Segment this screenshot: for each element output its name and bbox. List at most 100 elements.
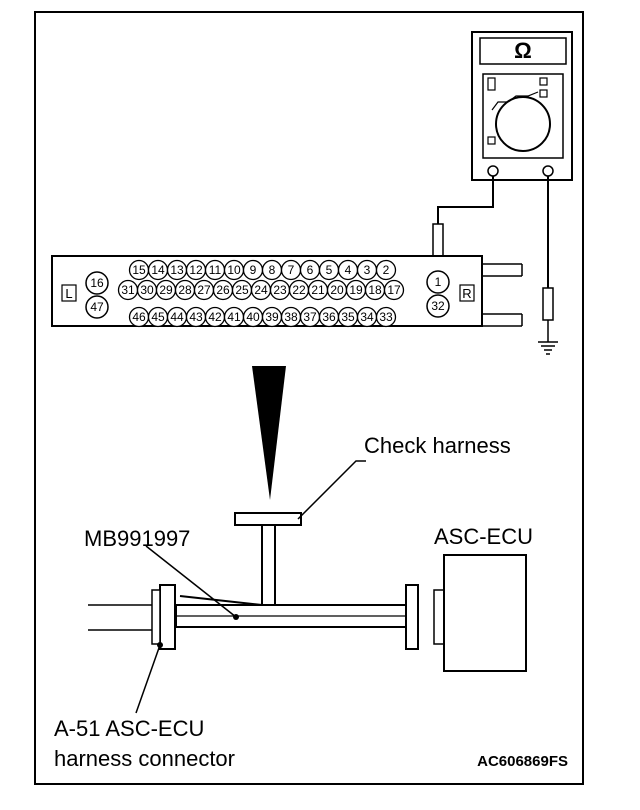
lead-wire-probe <box>437 176 494 224</box>
pin-circle <box>426 270 450 294</box>
pin-circle <box>85 295 109 319</box>
pin-label: 22 <box>292 283 306 297</box>
check-harness-assembly <box>88 512 419 650</box>
selector-dial <box>495 96 551 152</box>
pin-label: 26 <box>216 283 230 297</box>
pin-label: 35 <box>341 310 355 324</box>
pin-circle <box>375 259 397 281</box>
range-marker-3 <box>539 89 548 98</box>
pin-label: 17 <box>387 283 401 297</box>
vertical-leg <box>261 524 276 606</box>
v-ohm-jack <box>542 165 554 177</box>
harness-connector-label-line1: A-51 ASC-ECU <box>54 716 204 741</box>
pin-label: 13 <box>170 263 184 277</box>
harness-connector-label-line2: harness connector <box>54 746 235 771</box>
left-flange <box>159 584 176 650</box>
pin-label: 19 <box>349 283 363 297</box>
pin-circle <box>383 279 405 301</box>
asc-ecu-label: ASC-ECU <box>434 524 533 549</box>
pin-label: 4 <box>345 263 352 277</box>
pin-label: 41 <box>227 310 241 324</box>
pin-label: 11 <box>209 263 222 277</box>
pin-label: 37 <box>303 310 317 324</box>
left-marker-box <box>61 284 77 302</box>
pin-label: 8 <box>269 263 276 277</box>
test-leads <box>432 176 558 355</box>
right-flange <box>405 584 419 650</box>
figure-code: AC606869FS <box>477 753 568 770</box>
pin-circle <box>85 271 109 295</box>
pin-row-lower: 46 45 44 43 42 41 40 39 38 37 36 35 34 33 <box>128 306 397 328</box>
mb-callout <box>145 545 237 618</box>
mb-label: MB991997 <box>84 526 190 551</box>
pin-label: 46 <box>132 310 146 324</box>
left-flange-outer <box>151 589 161 645</box>
pin-label: 33 <box>379 310 393 324</box>
pin-label: 12 <box>189 263 203 277</box>
pin-label: 31 <box>121 283 135 297</box>
ecu-connector <box>433 589 445 645</box>
pin-label: 20 <box>330 283 344 297</box>
pin-label: 39 <box>265 310 279 324</box>
probe-handle <box>432 223 444 257</box>
clip-handle <box>542 287 554 321</box>
pin-label: 23 <box>273 283 287 297</box>
pin-label: 1 <box>435 275 442 289</box>
check-harness-callout <box>297 460 366 520</box>
pin-row-middle: 31 30 29 28 27 26 25 24 23 22 21 20 19 18 17 <box>117 279 405 301</box>
pin-label: 6 <box>307 263 314 277</box>
pin-label: 10 <box>227 263 241 277</box>
right-marker: R <box>462 286 471 301</box>
pin-label: 18 <box>368 283 382 297</box>
pin-label: 24 <box>254 283 268 297</box>
pin-label: 38 <box>284 310 298 324</box>
pin-circle <box>426 294 450 318</box>
range-marker-2 <box>539 77 548 86</box>
probe-plate <box>234 512 302 526</box>
pin-label: 36 <box>322 310 336 324</box>
pin-label: 14 <box>151 263 165 277</box>
ecu-body <box>443 554 527 672</box>
pin-label: 29 <box>159 283 173 297</box>
multimeter: Ω <box>471 31 573 181</box>
pin-label: 3 <box>364 263 371 277</box>
harness-connector-callout-dot <box>157 642 163 648</box>
ground-icon <box>538 341 558 355</box>
ohm-symbol: Ω <box>514 38 532 63</box>
right-marker-box <box>459 284 475 302</box>
pin-label: 16 <box>90 276 104 290</box>
pin-label: 45 <box>151 310 165 324</box>
direction-arrow <box>252 366 286 500</box>
pin-label: 40 <box>246 310 260 324</box>
pin-label: 21 <box>311 283 325 297</box>
asc-ecu-unit <box>433 554 527 672</box>
harness-connector-callout <box>135 644 161 714</box>
pin-label: 7 <box>288 263 295 277</box>
range-marker-4 <box>487 136 496 145</box>
pin-label: 9 <box>250 263 257 277</box>
left-marker: L <box>65 286 72 301</box>
mb-callout-dot <box>233 614 239 620</box>
pin-label: 2 <box>383 263 390 277</box>
pin-label: 30 <box>140 283 154 297</box>
check-harness-label: Check harness <box>364 433 511 458</box>
pin-circle <box>375 306 397 328</box>
multimeter-display <box>479 37 567 65</box>
com-jack <box>487 165 499 177</box>
pin-label: 43 <box>189 310 203 324</box>
pin-label: 5 <box>326 263 333 277</box>
pin-label: 28 <box>178 283 192 297</box>
pin-label: 25 <box>235 283 249 297</box>
pin-label: 27 <box>197 283 211 297</box>
pin-label: 15 <box>132 263 146 277</box>
figure-frame <box>34 11 584 785</box>
pin-label: 32 <box>431 299 445 313</box>
pin-label: 42 <box>208 310 222 324</box>
pin-label: 34 <box>360 310 374 324</box>
diagonal-branch <box>179 595 263 606</box>
pin-label: 47 <box>90 300 104 314</box>
range-marker-1 <box>487 77 496 91</box>
pin-label: 44 <box>170 310 184 324</box>
